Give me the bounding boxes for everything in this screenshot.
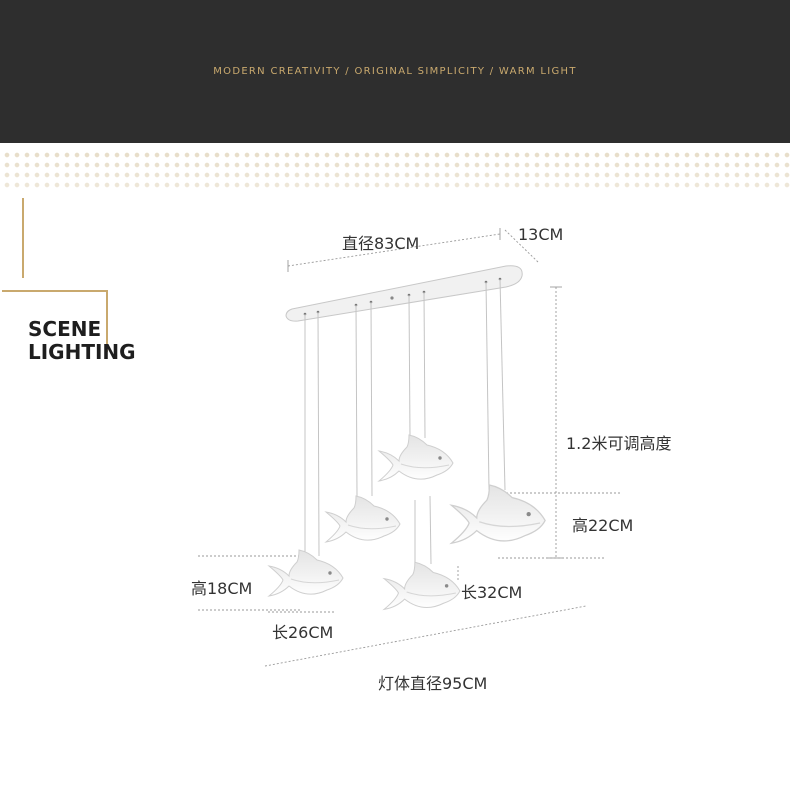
dimension-lines: [198, 228, 620, 667]
large-fish-height-label: 高22CM: [572, 516, 634, 535]
dot-pattern-fade: [0, 148, 790, 190]
adjustable-height-label: 1.2米可调高度: [566, 434, 672, 453]
fish-pendant-small: [268, 549, 344, 597]
section-title-line1: SCENE: [28, 317, 102, 341]
dot-pattern: [0, 148, 790, 190]
header-banner: [0, 0, 790, 143]
section-title: SCENE LIGHTING: [28, 318, 136, 364]
section-title-line2: LIGHTING: [28, 340, 136, 364]
fish-pendant-large: [450, 484, 546, 544]
small-fish-length-label: 长26CM: [272, 623, 334, 642]
small-fish-height-label: 高18CM: [191, 579, 253, 598]
canopy-diameter-label: 直径83CM: [342, 234, 420, 253]
large-fish-length-label: 长32CM: [461, 583, 523, 602]
fish-pendant-middle: [325, 495, 401, 543]
section-title-frame: [2, 290, 108, 352]
accent-vertical-line: [22, 198, 24, 278]
fish-pendant-bottom: [383, 561, 461, 610]
fish-pendant-top: [378, 434, 454, 482]
tagline: MODERN CREATIVITY / ORIGINAL SIMPLICITY …: [213, 66, 577, 77]
overall-diameter-label: 灯体直径95CM: [378, 674, 488, 693]
suspension-wires: [304, 278, 506, 565]
ceiling-canopy: [285, 265, 523, 322]
canopy-depth-label: 13CM: [518, 225, 564, 244]
